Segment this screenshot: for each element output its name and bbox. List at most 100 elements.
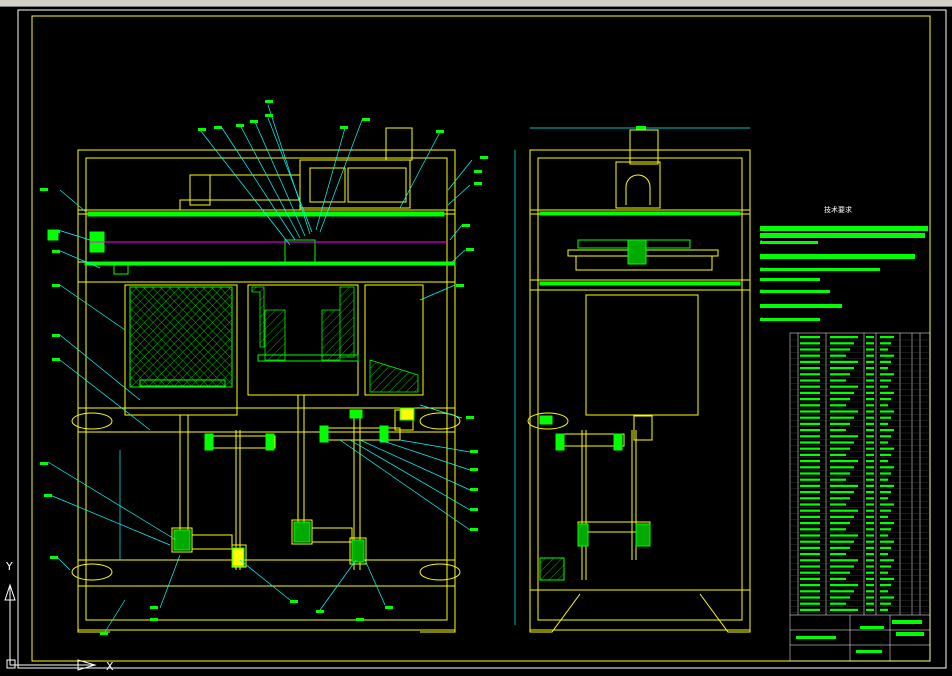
table-cell-text bbox=[880, 429, 894, 432]
table-cell-text bbox=[800, 608, 820, 611]
table-cell-text bbox=[830, 435, 858, 438]
table-cell-text bbox=[866, 336, 874, 339]
table-cell-text bbox=[866, 416, 874, 419]
table-cell-text bbox=[830, 336, 858, 339]
table-cell-text bbox=[800, 367, 820, 370]
table-cell-text bbox=[830, 472, 850, 475]
ucs-y-label: Y bbox=[5, 560, 13, 573]
table-cell-text bbox=[866, 391, 874, 394]
table-cell-text bbox=[800, 379, 820, 382]
table-cell-text bbox=[800, 596, 820, 599]
table-cell-text bbox=[800, 522, 820, 525]
table-cell-text bbox=[800, 354, 820, 357]
table-cell-text bbox=[800, 484, 820, 487]
table-cell-text bbox=[866, 571, 874, 574]
parts-list-table bbox=[789, 332, 931, 662]
table-cell-text bbox=[866, 385, 874, 388]
table-cell-text bbox=[830, 497, 850, 500]
hopper-hatch-left-2 bbox=[130, 287, 232, 387]
table-cell-text bbox=[800, 422, 820, 425]
table-cell-text bbox=[830, 441, 854, 444]
table-cell-text bbox=[866, 354, 874, 357]
drawing-outer-border bbox=[17, 9, 947, 669]
table-cell-text bbox=[800, 460, 820, 463]
table-cell-text bbox=[830, 590, 854, 593]
table-cell-text bbox=[800, 466, 820, 469]
table-cell-text bbox=[866, 435, 874, 438]
table-cell-text bbox=[880, 515, 888, 518]
ucs-icon bbox=[4, 583, 97, 671]
table-cell-text bbox=[880, 497, 888, 500]
table-cell-text bbox=[866, 422, 874, 425]
table-cell-text bbox=[830, 404, 846, 407]
table-cell-text bbox=[866, 596, 874, 599]
table-cell-text bbox=[800, 503, 820, 506]
table-cell-text bbox=[880, 602, 891, 605]
table-cell-text bbox=[866, 608, 874, 611]
table-cell-text bbox=[800, 602, 820, 605]
table-cell-text bbox=[800, 590, 820, 593]
hopper-hatch-right bbox=[369, 359, 419, 393]
table-cell-text bbox=[830, 528, 846, 531]
table-cell-text bbox=[880, 385, 888, 388]
table-cell-text bbox=[866, 559, 874, 562]
table-cell-text bbox=[800, 540, 820, 543]
cad-drawing-canvas[interactable]: 技术要求 1. 2. 3. 4. bbox=[0, 6, 952, 676]
table-cell-text bbox=[830, 515, 854, 518]
note-line-4: 4. bbox=[760, 317, 765, 323]
table-cell-text bbox=[830, 602, 846, 605]
table-cell-text bbox=[866, 534, 874, 537]
table-cell-text bbox=[880, 441, 888, 444]
table-cell-text bbox=[830, 398, 850, 401]
table-cell-text bbox=[880, 447, 894, 450]
table-cell-text bbox=[866, 472, 874, 475]
table-cell-text bbox=[866, 360, 874, 363]
table-cell-text bbox=[866, 429, 874, 432]
table-cell-text bbox=[800, 348, 820, 351]
table-cell-text bbox=[880, 491, 891, 494]
title-block-fills bbox=[796, 620, 924, 653]
table-cell-text bbox=[830, 553, 846, 556]
table-cell-text bbox=[866, 342, 874, 345]
table-cell-text bbox=[866, 484, 874, 487]
table-cell-text bbox=[830, 565, 854, 568]
table-cell-text bbox=[880, 509, 891, 512]
table-cell-text bbox=[880, 478, 888, 481]
table-cell-text bbox=[800, 360, 820, 363]
table-cell-text bbox=[800, 559, 820, 562]
table-cell-text bbox=[800, 416, 820, 419]
table-cell-text bbox=[880, 379, 891, 382]
table-cell-text bbox=[866, 546, 874, 549]
table-cell-text bbox=[866, 398, 874, 401]
table-cell-text bbox=[830, 367, 854, 370]
table-cell-text bbox=[866, 528, 874, 531]
table-cell-text bbox=[800, 584, 820, 587]
table-cell-text bbox=[880, 354, 894, 357]
table-cell-text bbox=[800, 534, 820, 537]
table-cell-text bbox=[880, 540, 894, 543]
table-cell-text bbox=[866, 367, 874, 370]
table-cell-text bbox=[800, 553, 820, 556]
table-cell-text bbox=[866, 441, 874, 444]
leader-lines bbox=[47, 104, 750, 633]
table-cell-text bbox=[830, 478, 846, 481]
table-cell-text bbox=[866, 373, 874, 376]
front-view bbox=[77, 127, 456, 633]
table-cell-text bbox=[830, 491, 854, 494]
table-cell-text bbox=[880, 342, 891, 345]
table-cell-text bbox=[800, 429, 820, 432]
table-cell-text bbox=[866, 515, 874, 518]
table-cell-text bbox=[880, 528, 891, 531]
table-cell-text bbox=[800, 528, 820, 531]
table-cell-text bbox=[880, 410, 894, 413]
table-cell-text bbox=[830, 460, 858, 463]
table-cell-text bbox=[880, 484, 894, 487]
part-tags bbox=[40, 100, 646, 635]
table-cell-text bbox=[830, 391, 854, 394]
table-cell-text bbox=[800, 391, 820, 394]
table-cell-text bbox=[800, 577, 820, 580]
side-view bbox=[529, 129, 751, 633]
table-cell-text bbox=[866, 348, 874, 351]
table-cell-text bbox=[800, 515, 820, 518]
note-line-1: 1. bbox=[760, 240, 765, 246]
